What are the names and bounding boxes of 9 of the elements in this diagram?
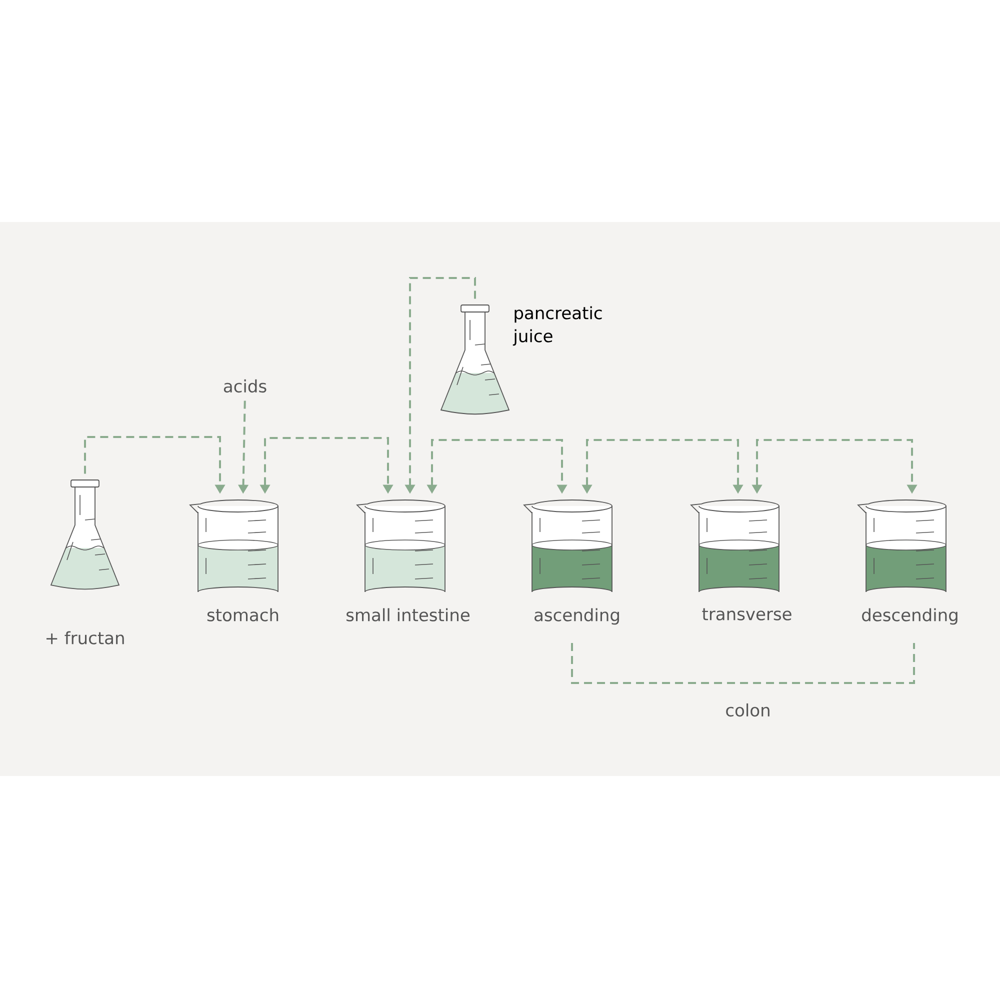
- vessel-label: stomach: [207, 608, 278, 622]
- vessel-label: ascending: [534, 608, 619, 625]
- vessel-label: descending: [862, 608, 958, 625]
- vessel-label: pancreatic juice: [512, 306, 602, 346]
- group-label: colon: [726, 703, 770, 717]
- vessel-label: small intestine: [346, 608, 470, 622]
- vessel-label: transverse: [702, 608, 792, 620]
- vessel-label: + fructan: [46, 631, 124, 644]
- input-label: acids: [224, 379, 266, 393]
